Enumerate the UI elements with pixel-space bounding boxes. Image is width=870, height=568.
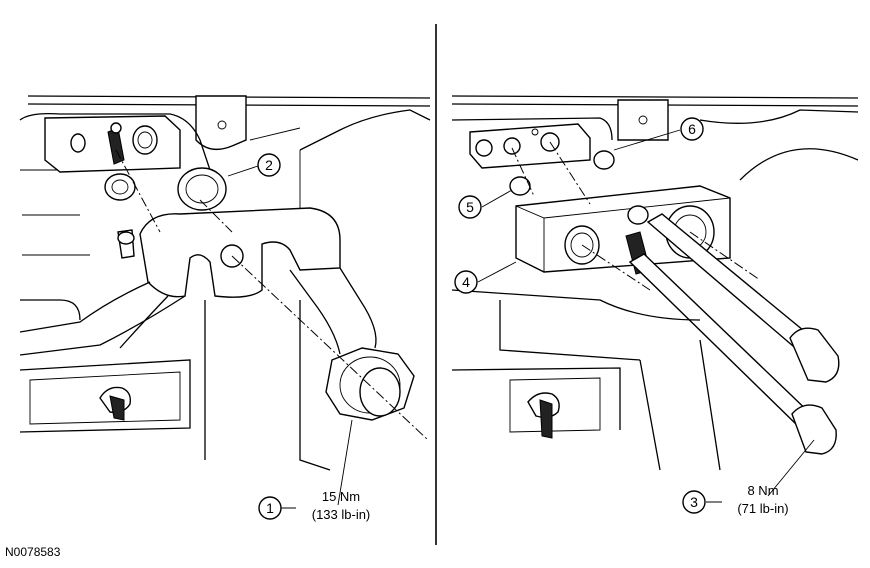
callout-5: 5 [458,195,482,219]
callout-2-number: 2 [265,157,273,173]
callout-6-number: 6 [688,121,696,137]
torque-spec-1-imperial: (133 lb-in) [312,507,371,522]
callout-3: 3 [682,490,706,514]
figure-id: N0078583 [5,545,61,559]
torque-spec-1-metric: 15 Nm [322,489,360,504]
callout-1: 1 [258,496,282,520]
callout-1-number: 1 [266,500,274,516]
callout-4-number: 4 [462,274,470,290]
callout-6: 6 [680,117,704,141]
callout-3-number: 3 [690,494,698,510]
right-panel [451,95,859,503]
callout-5-number: 5 [466,199,474,215]
torque-spec-2-imperial: (71 lb-in) [737,501,788,516]
callout-2: 2 [257,153,281,177]
callout-4: 4 [454,270,478,294]
left-panel [19,95,431,509]
torque-spec-2-metric: 8 Nm [747,483,778,498]
